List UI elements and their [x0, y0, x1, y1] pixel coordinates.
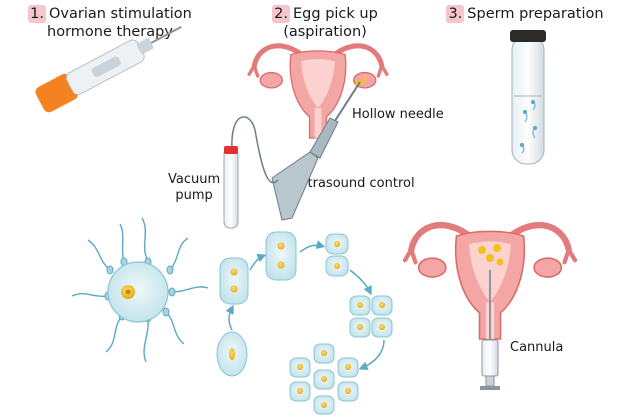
vacuum-pump-icon	[224, 117, 278, 228]
uterus-aspiration-icon	[249, 46, 387, 138]
fertilization-egg-icon	[72, 218, 208, 362]
embryo-development	[217, 232, 392, 414]
sperm-test-tube-icon	[510, 30, 546, 164]
hormone-pen-icon	[33, 15, 187, 115]
